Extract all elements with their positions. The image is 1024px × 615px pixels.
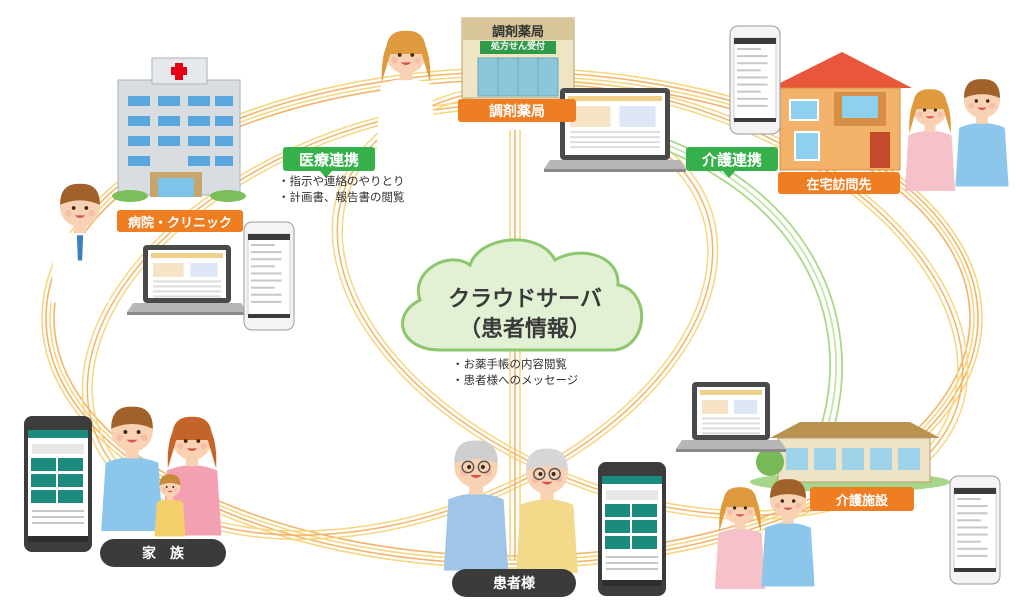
care-facility-label: 介護施設 [810, 487, 914, 511]
doctor-person [50, 183, 110, 303]
hospital-building [112, 57, 246, 202]
cloud-notes: ・お薬手帳の内容閲覧 ・患者様へのメッセージ [452, 356, 578, 388]
pharmacy-label: 調剤薬局 [458, 99, 576, 122]
patient-grandma-person [516, 448, 578, 573]
care-facility-building [750, 422, 950, 492]
home-visit-phone [729, 25, 781, 135]
medical-link-notes: ・指示や連絡のやりとり ・計画書、報告書の閲覧 [278, 173, 405, 205]
inner-ring-right [331, 80, 969, 520]
care-facility-laptop [676, 382, 786, 452]
caregiver-woman-person [714, 487, 766, 589]
care-link-label: 介護連携 [686, 147, 778, 178]
medical-note-1: ・指示や連絡のやりとり [278, 174, 405, 188]
care-facility-phone [949, 475, 1001, 585]
patient-label: 患者様 [452, 569, 576, 597]
pharmacy-board-sign: 処方せん受付 [490, 42, 545, 52]
family-baby-person [154, 474, 186, 537]
cloud-server-title: クラウドサーバ （患者情報） [410, 285, 640, 345]
medical-note-2: ・計画書、報告書の閲覧 [278, 190, 405, 204]
cloud-note-1: ・お薬手帳の内容閲覧 [452, 357, 567, 371]
home-house [770, 52, 912, 171]
home-visit-label: 在宅訪問先 [778, 172, 900, 194]
hospital-phone [243, 221, 295, 331]
family-father-person [101, 406, 163, 531]
family-label: 家 族 [100, 539, 226, 567]
home-woman-person [904, 89, 956, 191]
medical-link-label: 医療連携 [283, 147, 375, 178]
home-man-person [955, 79, 1009, 187]
caregiver-man-person [761, 479, 815, 587]
pharmacy-laptop [544, 88, 686, 172]
pharmacy-roof-sign: 調剤薬局 [491, 25, 544, 40]
family-phone [24, 416, 92, 552]
patient-grandpa-person [443, 440, 509, 571]
cloud-shape [401, 238, 644, 352]
pharmacy-building [461, 17, 575, 99]
pharmacist-person [376, 30, 436, 150]
hospital-label: 病院・クリニック [117, 210, 243, 232]
patient-phone [598, 462, 666, 596]
hospital-laptop [127, 245, 247, 315]
cloud-note-2: ・患者様へのメッセージ [452, 373, 579, 387]
cloud-title-line2: （患者情報） [458, 317, 591, 342]
cloud-title-line1: クラウドサーバ [448, 287, 602, 312]
